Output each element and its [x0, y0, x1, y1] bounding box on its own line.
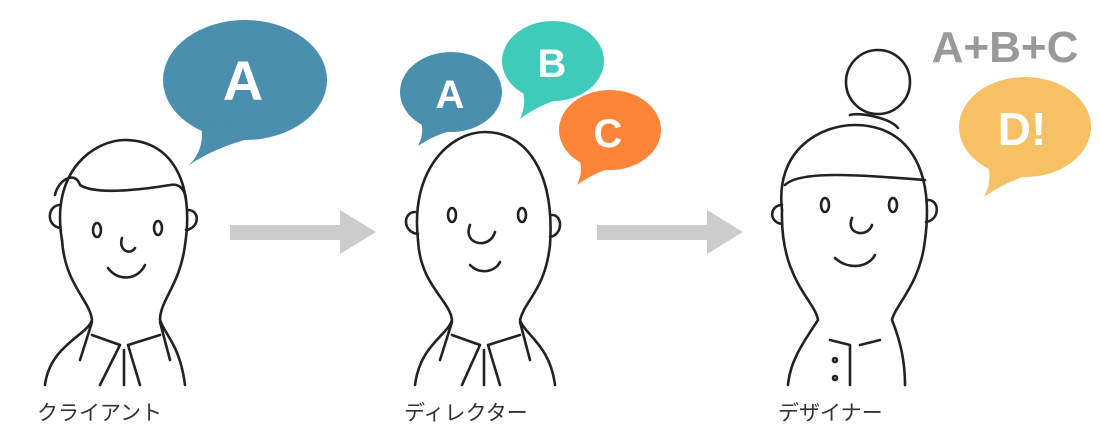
director-bubble-c-text: C	[594, 112, 623, 156]
client-bubble-text: A	[223, 49, 263, 112]
designer-label: デザイナー	[778, 401, 883, 425]
director-speech-bubble-a: A	[400, 52, 502, 146]
director-bubble-a-text: A	[436, 73, 465, 117]
designer-bubble-text: D!	[998, 103, 1047, 155]
arrow-client-to-director	[230, 210, 376, 254]
director-figure	[404, 130, 562, 387]
director-label: ディレクター	[404, 401, 528, 425]
director-speech-bubble-b: B	[502, 21, 604, 119]
director-speech-bubble-c: C	[559, 90, 661, 185]
director-bubble-b-text: B	[538, 42, 567, 86]
client-figure	[43, 138, 199, 387]
designer-speech-bubble: D!	[959, 77, 1091, 197]
client-speech-bubble: A	[163, 20, 327, 166]
arrow-director-to-designer	[597, 210, 743, 254]
designer-figure	[770, 48, 939, 387]
client-label: クライアント	[37, 401, 162, 425]
designer-thought-text: A+B+C	[932, 23, 1079, 72]
